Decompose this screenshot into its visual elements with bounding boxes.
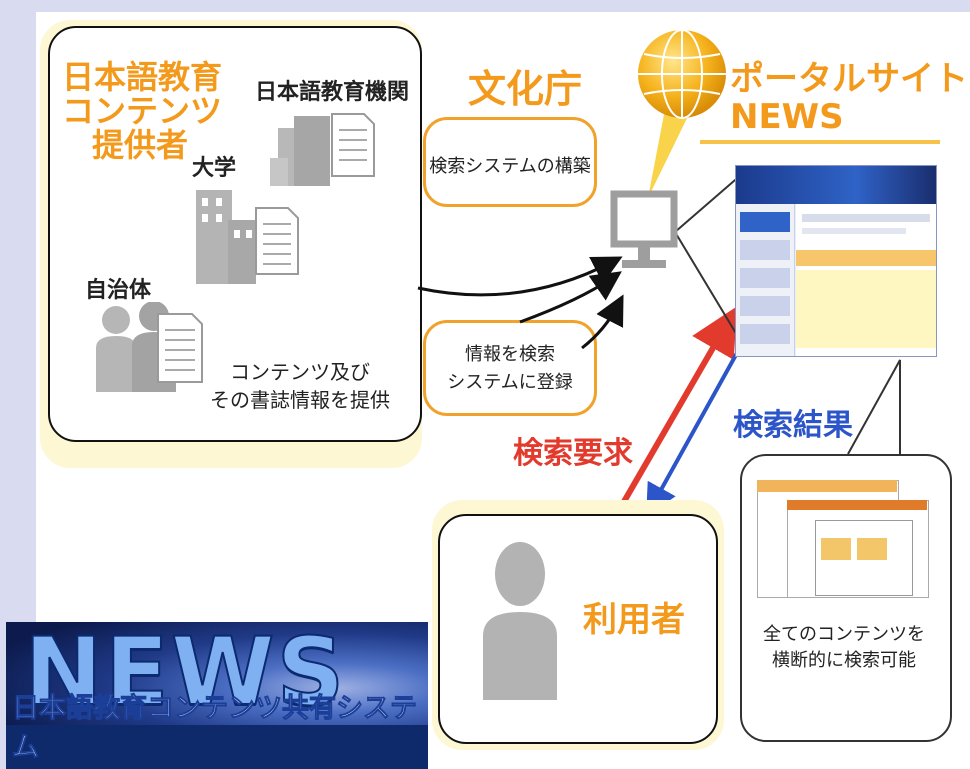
register-arrow-2 (581, 294, 624, 350)
search-results-screenshot (757, 480, 935, 600)
institution-building-icon (270, 116, 330, 186)
provider-caption-line-1: コンテンツ及び (230, 360, 370, 384)
provider-caption: コンテンツ及び その書誌情報を提供 (200, 358, 400, 414)
agency-title: 文化庁 (468, 67, 583, 111)
portal-title: ポータルサイト NEWS (730, 60, 968, 136)
provider-title-line-1: 日本語教育 (62, 58, 223, 96)
portal-title-line-1: ポータルサイト (730, 59, 968, 99)
provider-caption-line-2: その書誌情報を提供 (210, 388, 390, 412)
request-arrow (615, 306, 738, 514)
register-info-line-1: 情報を検索 (465, 344, 555, 365)
results-caption-line-1: 全てのコンテンツを (763, 624, 925, 645)
portal-screenshot-image (735, 165, 937, 357)
bubble-tail (847, 359, 901, 455)
computer-monitor-icon (610, 190, 678, 268)
results-caption-line-2: 横断的に検索可能 (772, 650, 916, 671)
callout-pointer (674, 173, 743, 341)
register-info-box: 情報を検索 システムに登録 (423, 320, 597, 416)
university-label: 大学 (192, 156, 237, 181)
university-document-icon (255, 207, 299, 275)
user-person-icon (483, 542, 557, 700)
result-arrow (646, 343, 744, 517)
provider-title-line-3: 提供者 (92, 126, 189, 164)
institution-label: 日本語教育機関 (255, 80, 410, 105)
provider-title: 日本語教育 コンテンツ 提供者 (62, 60, 222, 162)
municipality-document-icon (157, 313, 203, 383)
portal-underline (700, 140, 940, 144)
results-caption: 全てのコンテンツを 横断的に検索可能 (744, 622, 944, 674)
globe-icon (638, 29, 726, 198)
register-arrow-1 (519, 271, 622, 324)
build-search-system-label: 検索システムの構築 (429, 156, 591, 177)
result-label: 検索結果 (733, 408, 853, 443)
municipality-label: 自治体 (85, 278, 152, 303)
user-label: 利用者 (583, 600, 685, 640)
request-label: 検索要求 (513, 436, 633, 471)
portal-title-line-2: NEWS (730, 97, 844, 137)
news-logo-subtitle: 日本語教育コンテンツ共有システム (12, 693, 418, 764)
university-building-icon (196, 190, 256, 284)
build-search-system-box: 検索システムの構築 (423, 117, 597, 207)
institution-document-icon (331, 113, 375, 177)
provider-title-line-2: コンテンツ (62, 92, 223, 130)
provider-to-system-arrow (417, 256, 623, 297)
news-logo-title: NEWS (23, 622, 347, 728)
register-info-line-2: システムに登録 (447, 372, 573, 393)
news-logo-band (6, 725, 428, 769)
news-logo: NEWS 日本語教育コンテンツ共有システム (6, 622, 428, 769)
